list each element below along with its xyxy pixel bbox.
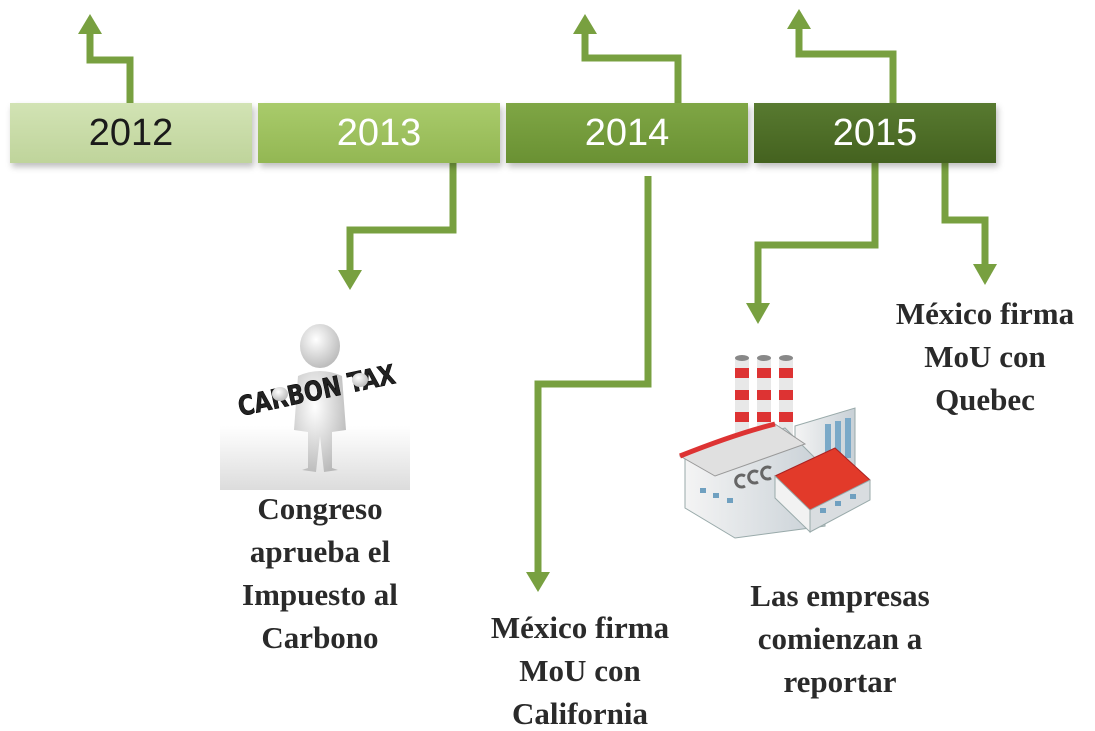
event-quebec-line-1: México firma	[895, 296, 1075, 331]
event-congreso-line-1: Congreso	[257, 491, 383, 526]
event-congreso-label: Congreso aprueba el Impuesto al Carbono	[200, 487, 440, 659]
arrow-2015-empresas	[754, 163, 879, 303]
event-congreso-line-3: Impuesto al	[242, 577, 398, 612]
year-2014-label: 2014	[584, 111, 670, 154]
carbon-tax-figure: CARBON TAX	[220, 324, 410, 490]
event-congreso-line-4: Carbono	[261, 620, 379, 655]
event-california-label: México firma MoU con California	[450, 606, 710, 731]
arrow-2012-up	[86, 30, 134, 103]
arrowhead-2014-up	[573, 14, 597, 34]
year-2012-box: 2012	[10, 103, 252, 163]
arrow-2014-down	[534, 176, 652, 574]
year-2012-label: 2012	[88, 111, 174, 154]
event-empresas-line-2: comienzan a	[757, 621, 923, 656]
year-2014-box: 2014	[506, 103, 748, 163]
event-empresas-label: Las empresas comienzan a reportar	[705, 574, 975, 703]
year-2013-box: 2013	[258, 103, 500, 163]
event-california-line-1: México firma	[490, 610, 670, 645]
year-2015-label: 2015	[832, 111, 918, 154]
event-quebec-line-3: Quebec	[935, 382, 1035, 417]
event-congreso-line-2: aprueba el	[249, 534, 391, 569]
event-empresas-line-3: reportar	[783, 664, 897, 699]
arrow-2013-down	[346, 163, 457, 270]
event-quebec-label: México firma MoU con Quebec	[860, 292, 1095, 421]
arrow-2015-quebec	[941, 163, 989, 265]
year-2013-label: 2013	[336, 111, 422, 154]
event-california-line-2: MoU con	[519, 653, 641, 688]
event-empresas-line-1: Las empresas	[750, 578, 930, 613]
event-california-line-3: California	[511, 696, 649, 731]
arrowhead-2015-up	[787, 9, 811, 29]
arrowhead-2012	[78, 14, 102, 34]
arrowhead-2015-quebec	[973, 264, 997, 285]
arrowhead-2014-down	[526, 572, 550, 592]
factory-icon	[678, 355, 871, 539]
event-quebec-line-2: MoU con	[924, 339, 1046, 374]
arrowhead-2015-empresas	[746, 303, 770, 324]
year-2015-box: 2015	[754, 103, 996, 163]
arrowhead-2013-down	[338, 270, 362, 290]
arrow-2015-up	[795, 25, 897, 103]
arrow-2014-up	[581, 30, 682, 103]
